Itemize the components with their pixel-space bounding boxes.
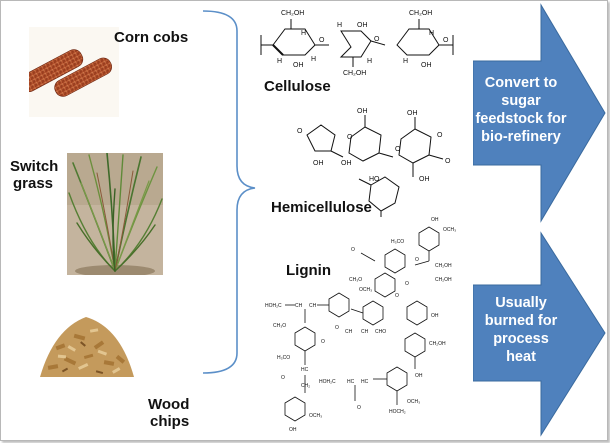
cellulose-label: Cellulose (264, 78, 331, 95)
cellulose-atom-h-3: H (311, 56, 316, 63)
cellulose-atom-h-5: H (367, 58, 372, 65)
burn-arrow-text: Usually burned for process heat (473, 294, 569, 366)
lignin-atom-oh-3: OH (415, 373, 423, 379)
cellulose-atom-ch2oh-3: CH₂OH (343, 70, 366, 77)
hemi-atom-oh-2: OH (357, 108, 368, 115)
lignin-atom-o-3: O (405, 281, 409, 287)
lignin-atom-hoch2-1: HOCH₂ (389, 409, 406, 415)
lignin-atom-ch3o-1: CH₃O (349, 277, 362, 283)
lignin-atom-ch2oh-1: CH₂OH (435, 263, 452, 269)
lignin-atom-och3-1: OCH₃ (443, 227, 456, 233)
lignin-label: Lignin (286, 262, 331, 279)
hemi-atom-o-2: O (437, 132, 443, 139)
lignin-atom-ch-3: CH (345, 329, 353, 335)
lignin-atom-o-4: O (335, 325, 339, 331)
switch-grass-label-line1: Switch (10, 158, 59, 175)
lignin-atom-o-2: O (351, 247, 355, 253)
lignin-atom-o-7: O (395, 293, 399, 299)
lignin-atom-o-1: O (415, 257, 419, 263)
lignin-atom-och3-2: OCH₃ (359, 287, 372, 293)
lignin-atom-o-6: O (281, 375, 285, 381)
cellulose-atom-h-7: H (403, 58, 408, 65)
lignin-atom-ch2oh-2: CH₂OH (435, 277, 452, 283)
lignin-atom-ch-2: CH (309, 303, 317, 309)
corn-cobs-photo (29, 27, 119, 117)
lignin-atom-o-8: O (357, 405, 361, 411)
cellulose-atom-oh-2: OH (357, 22, 368, 29)
convert-line-4: bio-refinery (481, 129, 561, 145)
lignin-atom-oh-4: OH (289, 427, 297, 433)
cellulose-atom-o-3: O (443, 37, 449, 44)
wood-chips-label-line2: chips (150, 413, 190, 430)
convert-line-3: feedstock for (475, 111, 567, 127)
cellulose-atom-h-4: H (337, 22, 342, 29)
lignin-atom-hoh2c-1: HOH₂C (265, 303, 282, 309)
burn-line-3: process (493, 331, 549, 347)
corn-cobs-label: Corn cobs (114, 29, 189, 46)
convert-line-1: Convert to (484, 75, 558, 91)
lignin-atom-hc-2: HC (347, 379, 355, 385)
lignin-atom-h3co-2: H₃CO (277, 355, 290, 361)
lignin-atom-oh-1: OH (431, 217, 439, 223)
lignin-atom-ch3o-2: CH₃O (273, 323, 286, 329)
lignin-atom-o-5: O (321, 339, 325, 345)
convert-line-2: sugar (501, 93, 541, 109)
cellulose-structure: CH₂OH CH₂OH CH₂OH O O O OH OH OH H H H H… (260, 10, 454, 77)
bracket (202, 10, 256, 374)
hemi-atom-ho-1: HO (369, 176, 380, 183)
cellulose-atom-h-1: H (301, 30, 306, 37)
burn-line-4: heat (506, 349, 536, 365)
burn-line-1: Usually (495, 295, 547, 311)
burn-arrow (473, 231, 606, 437)
hemicellulose-label: Hemicellulose (271, 199, 372, 216)
convert-arrow-text: Convert to sugar feedstock for bio-refin… (473, 74, 569, 146)
hemi-atom-o-3: O (445, 158, 451, 165)
wood-chips-label-line1: Wood (148, 396, 190, 413)
lignin-atom-och3-4: OCH₃ (309, 413, 322, 419)
lignin-atom-ch2oh-3: CH₂OH (429, 341, 446, 347)
lignin-atom-cho-1: CHO (375, 329, 386, 335)
cellulose-atom-ch2oh-2: CH₂OH (409, 10, 432, 17)
lignin-atom-ch-1: CH (295, 303, 303, 309)
cellulose-atom-h-2: H (277, 58, 282, 65)
lignin-atom-ch2-1: CH₂ (301, 383, 310, 389)
lignin-structure: OH OCH₃ H₃CO CH₂OH O O CH₃O O CH₂OH OCH₃… (265, 217, 456, 433)
lignin-atom-hoh2c-2: HOH₂C (319, 379, 336, 385)
hemi-atom-oh-5: OH (419, 176, 430, 183)
cellulose-atom-h-6: H (429, 30, 434, 37)
hemi-atom-o-5: O (347, 134, 353, 141)
hemi-atom-o-4: O (395, 146, 401, 153)
lignin-atom-h3co-1: H₃CO (391, 239, 404, 245)
hemi-atom-oh-3: OH (341, 160, 352, 167)
lignin-atom-ch-4: CH (361, 329, 369, 335)
hemi-atom-o-1: O (297, 128, 303, 135)
cellulose-atom-o-2: O (374, 36, 380, 43)
lignin-atom-hc-1: HC (301, 367, 309, 373)
wood-chips-photo (34, 299, 138, 385)
cellulose-atom-o-1: O (319, 37, 325, 44)
hemi-atom-oh-4: OH (407, 110, 418, 117)
switch-grass-photo (67, 153, 163, 275)
cellulose-atom-ch2oh-1: CH₂OH (281, 10, 304, 17)
cellulose-atom-oh-1: OH (293, 62, 304, 69)
hemicellulose-structure: O OH OH OH OH O O OH HO O O (297, 108, 451, 217)
lignin-atom-oh-2: OH (431, 313, 439, 319)
hemi-atom-oh-1: OH (313, 160, 324, 167)
convert-arrow (473, 3, 606, 223)
lignin-atom-hc-3: HC (361, 379, 369, 385)
cellulose-atom-oh-3: OH (421, 62, 432, 69)
burn-line-2: burned for (484, 313, 558, 329)
lignin-atom-och3-3: OCH₃ (407, 399, 420, 405)
switch-grass-label-line2: grass (13, 175, 54, 192)
